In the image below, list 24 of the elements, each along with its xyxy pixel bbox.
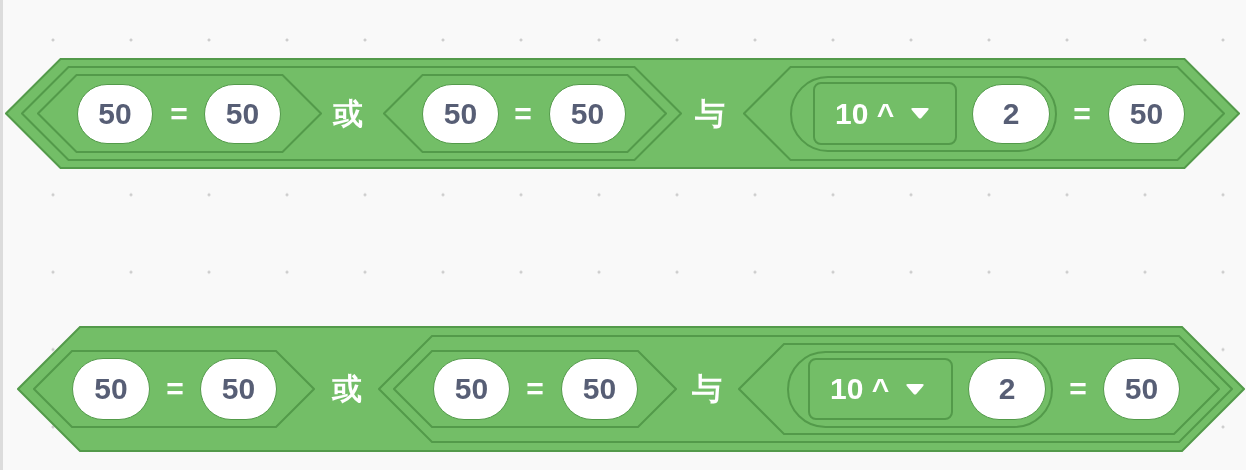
operator-label: 或 bbox=[332, 374, 362, 404]
boolean-block bbox=[738, 343, 1220, 435]
boolean-block bbox=[383, 74, 667, 153]
number-input: 2 bbox=[972, 84, 1050, 144]
boolean-block bbox=[378, 335, 1233, 443]
operator-label: 与 bbox=[692, 374, 722, 404]
boolean-block bbox=[5, 58, 1240, 169]
boolean-block bbox=[17, 326, 1245, 452]
operator-label: = bbox=[1069, 374, 1087, 404]
operator-label: = bbox=[526, 374, 544, 404]
number-input: 2 bbox=[968, 358, 1046, 420]
operator-label: = bbox=[514, 98, 532, 129]
operator-label: 与 bbox=[695, 98, 725, 129]
dropdown-menu: 10 ^ bbox=[813, 82, 957, 145]
boolean-block bbox=[743, 66, 1225, 161]
operator-label: = bbox=[166, 374, 184, 404]
dropdown-menu: 10 ^ bbox=[808, 358, 953, 420]
boolean-block bbox=[37, 74, 322, 153]
operator-label: 或 bbox=[333, 98, 363, 129]
boolean-block bbox=[33, 350, 315, 428]
boolean-block bbox=[393, 350, 677, 428]
operator-label: = bbox=[1073, 98, 1091, 129]
operator-label: = bbox=[170, 98, 188, 129]
boolean-block bbox=[21, 66, 682, 161]
